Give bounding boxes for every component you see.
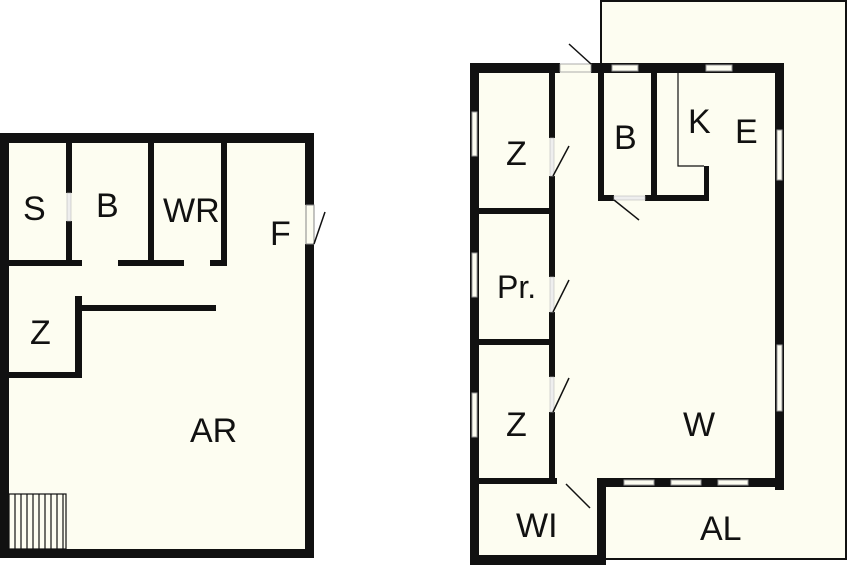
room-label-e: E [735,113,758,151]
left-interior-walls [4,143,227,378]
right-floor-plan: Z B K E Pr. Z W WI AL [470,0,847,565]
room-label-w: W [683,406,715,444]
right-interior-walls [474,73,709,484]
room-label-z: Z [30,314,51,352]
room-label-pr: Pr. [497,269,536,305]
left-floor-fill [4,137,310,554]
room-label-wr: WR [163,192,220,230]
room-label-f: F [270,215,291,253]
kitchen-counter [677,73,704,167]
room-label-z-top: Z [506,135,527,173]
room-label-b: B [96,187,119,225]
left-front-door [305,204,326,245]
staircase [8,493,67,550]
room-label-al: AL [700,510,742,548]
right-doors [549,43,646,509]
room-label-k: K [688,103,711,141]
left-exterior-walls [0,133,314,558]
right-floor-fill [474,68,779,484]
room-label-s: S [23,190,46,228]
wi-fill [474,484,605,560]
room-label-z-bottom: Z [506,406,527,444]
left-floor-plan: S B WR F Z AR [0,133,326,558]
room-label-ar: AR [190,412,237,450]
s-b-door-gap [66,192,72,222]
room-label-wi: WI [516,507,558,545]
room-label-b-right: B [614,119,637,157]
right-windows [471,64,783,486]
